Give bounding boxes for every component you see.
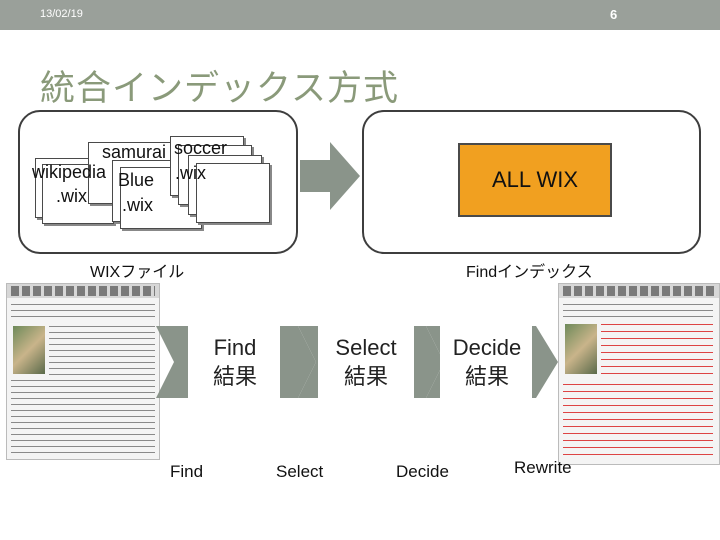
file-name-blue: Blue bbox=[118, 170, 155, 190]
wix-files-label: WIXファイル bbox=[90, 264, 185, 281]
rewritten-webpage-screenshot bbox=[558, 283, 720, 465]
all-wix-box: ALL WIX bbox=[458, 143, 612, 217]
find-index-label: Findインデックス bbox=[466, 264, 593, 281]
slide-title: 統合インデックス方式 bbox=[40, 69, 399, 109]
slide-header-bar bbox=[0, 0, 720, 30]
webpage-photo bbox=[565, 324, 597, 374]
webpage-linked-text bbox=[601, 324, 713, 379]
decide-stage-subtitle: 結果 bbox=[464, 363, 509, 389]
webpage-linked-text bbox=[563, 384, 713, 459]
find-result-label: Find 結果 bbox=[190, 334, 280, 391]
decide-stage-box bbox=[440, 326, 532, 398]
webpage-photo bbox=[13, 326, 45, 374]
file-name-samurai: samurai bbox=[102, 142, 167, 162]
file-name-soccer: soccer bbox=[174, 138, 228, 158]
find-stage-box bbox=[188, 326, 280, 398]
webpage-text bbox=[11, 304, 155, 322]
file-ext-wix: .wix bbox=[175, 163, 206, 183]
webpage-text bbox=[49, 326, 155, 376]
source-webpage-screenshot bbox=[6, 283, 160, 460]
file-ext-wix: .wix bbox=[56, 186, 87, 206]
step-label-rewrite: Rewrite bbox=[514, 458, 572, 477]
arrow-shape bbox=[300, 142, 360, 210]
decide-stage-title: Decide bbox=[452, 335, 522, 360]
webpage-nav-bar bbox=[559, 284, 719, 298]
step-label-find: Find bbox=[170, 462, 204, 481]
decide-result-label: Decide 結果 bbox=[442, 334, 532, 391]
find-stage-title: Find bbox=[213, 335, 257, 360]
select-result-label: Select 結果 bbox=[320, 334, 412, 391]
select-stage-box bbox=[318, 326, 414, 398]
webpage-text bbox=[563, 304, 713, 320]
step-label-select: Select bbox=[276, 462, 324, 481]
slide-page-number: 6 bbox=[610, 7, 618, 22]
file-ext-wix: .wix bbox=[122, 195, 153, 215]
step-label-decide: Decide bbox=[396, 462, 449, 481]
webpage-nav-bar bbox=[7, 284, 159, 298]
file-card bbox=[196, 163, 270, 223]
file-name-wikipedia: wikipedia bbox=[32, 162, 107, 182]
conversion-arrow bbox=[300, 142, 360, 210]
webpage-text bbox=[11, 380, 155, 455]
select-stage-title: Select bbox=[335, 335, 397, 360]
slide-date: 13/02/19 bbox=[40, 8, 83, 20]
select-stage-subtitle: 結果 bbox=[343, 363, 388, 389]
find-stage-subtitle: 結果 bbox=[212, 363, 257, 389]
